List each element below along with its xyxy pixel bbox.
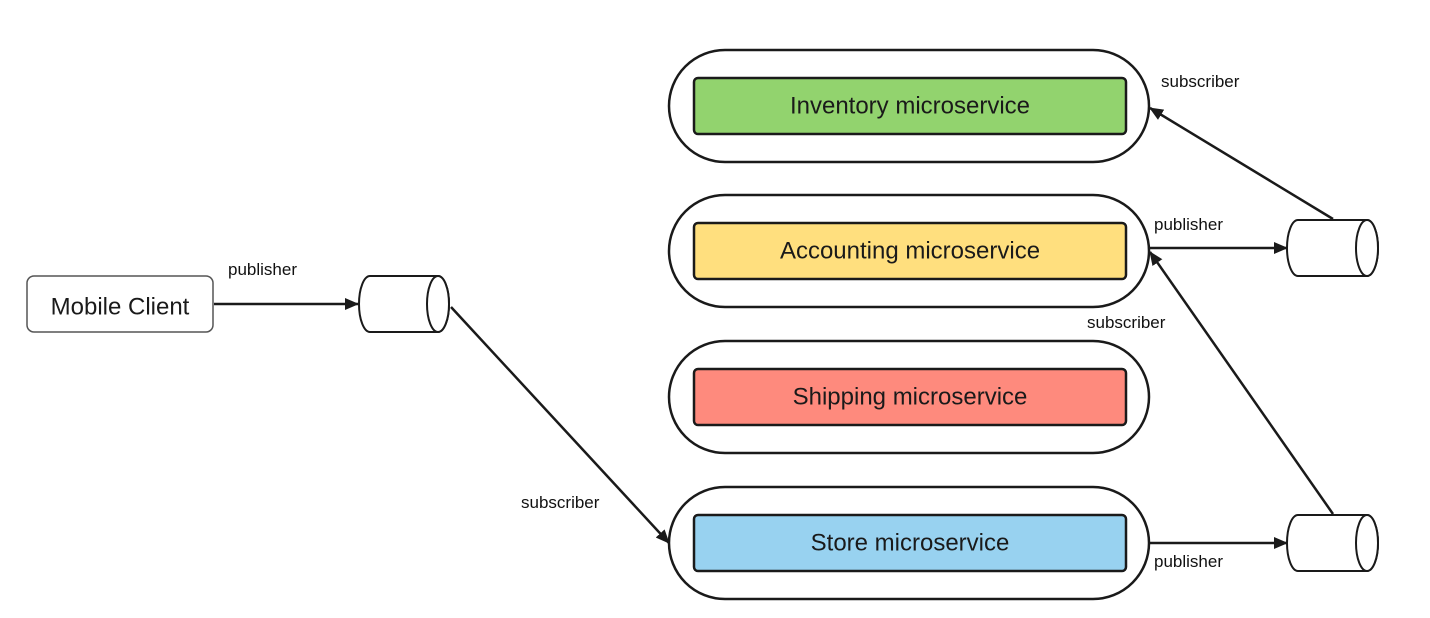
inventory-service-container[interactable]: Inventory microservice [667,48,1151,164]
mobile-client-label: Mobile Client [51,293,190,320]
edge-label-accounting-subscriber: subscriber [1087,313,1166,332]
inventory-service-label: Inventory microservice [790,92,1030,119]
store-service-container[interactable]: Store microservice [667,485,1151,601]
accounting-service-container[interactable]: Accounting microservice [667,193,1151,309]
arrow-queue-to-accounting [1148,251,1335,515]
edge-label-client-publisher: publisher [228,260,297,279]
queue-store-icon[interactable] [1286,514,1379,572]
edge-label-accounting-publisher: publisher [1154,215,1223,234]
accounting-service-box[interactable] [692,221,1128,281]
store-service-label: Store microservice [811,529,1010,556]
inventory-service-box[interactable] [692,76,1128,136]
queue-client-icon[interactable] [358,275,450,333]
shipping-service-container[interactable]: Shipping microservice [667,339,1151,455]
arrow-queue-to-inventory [1149,106,1334,221]
queue-accounting-icon[interactable] [1286,219,1379,277]
edge-label-store-subscriber: subscriber [521,493,600,512]
edge-label-inventory-subscriber: subscriber [1161,72,1240,91]
shipping-service-box[interactable] [692,367,1128,427]
accounting-service-label: Accounting microservice [780,237,1040,264]
shipping-service-label: Shipping microservice [793,383,1028,410]
mobile-client-node[interactable]: Mobile Client [26,275,214,333]
arrow-queue-to-store [450,306,670,544]
edge-label-store-publisher: publisher [1154,552,1223,571]
store-service-box[interactable] [692,513,1128,573]
